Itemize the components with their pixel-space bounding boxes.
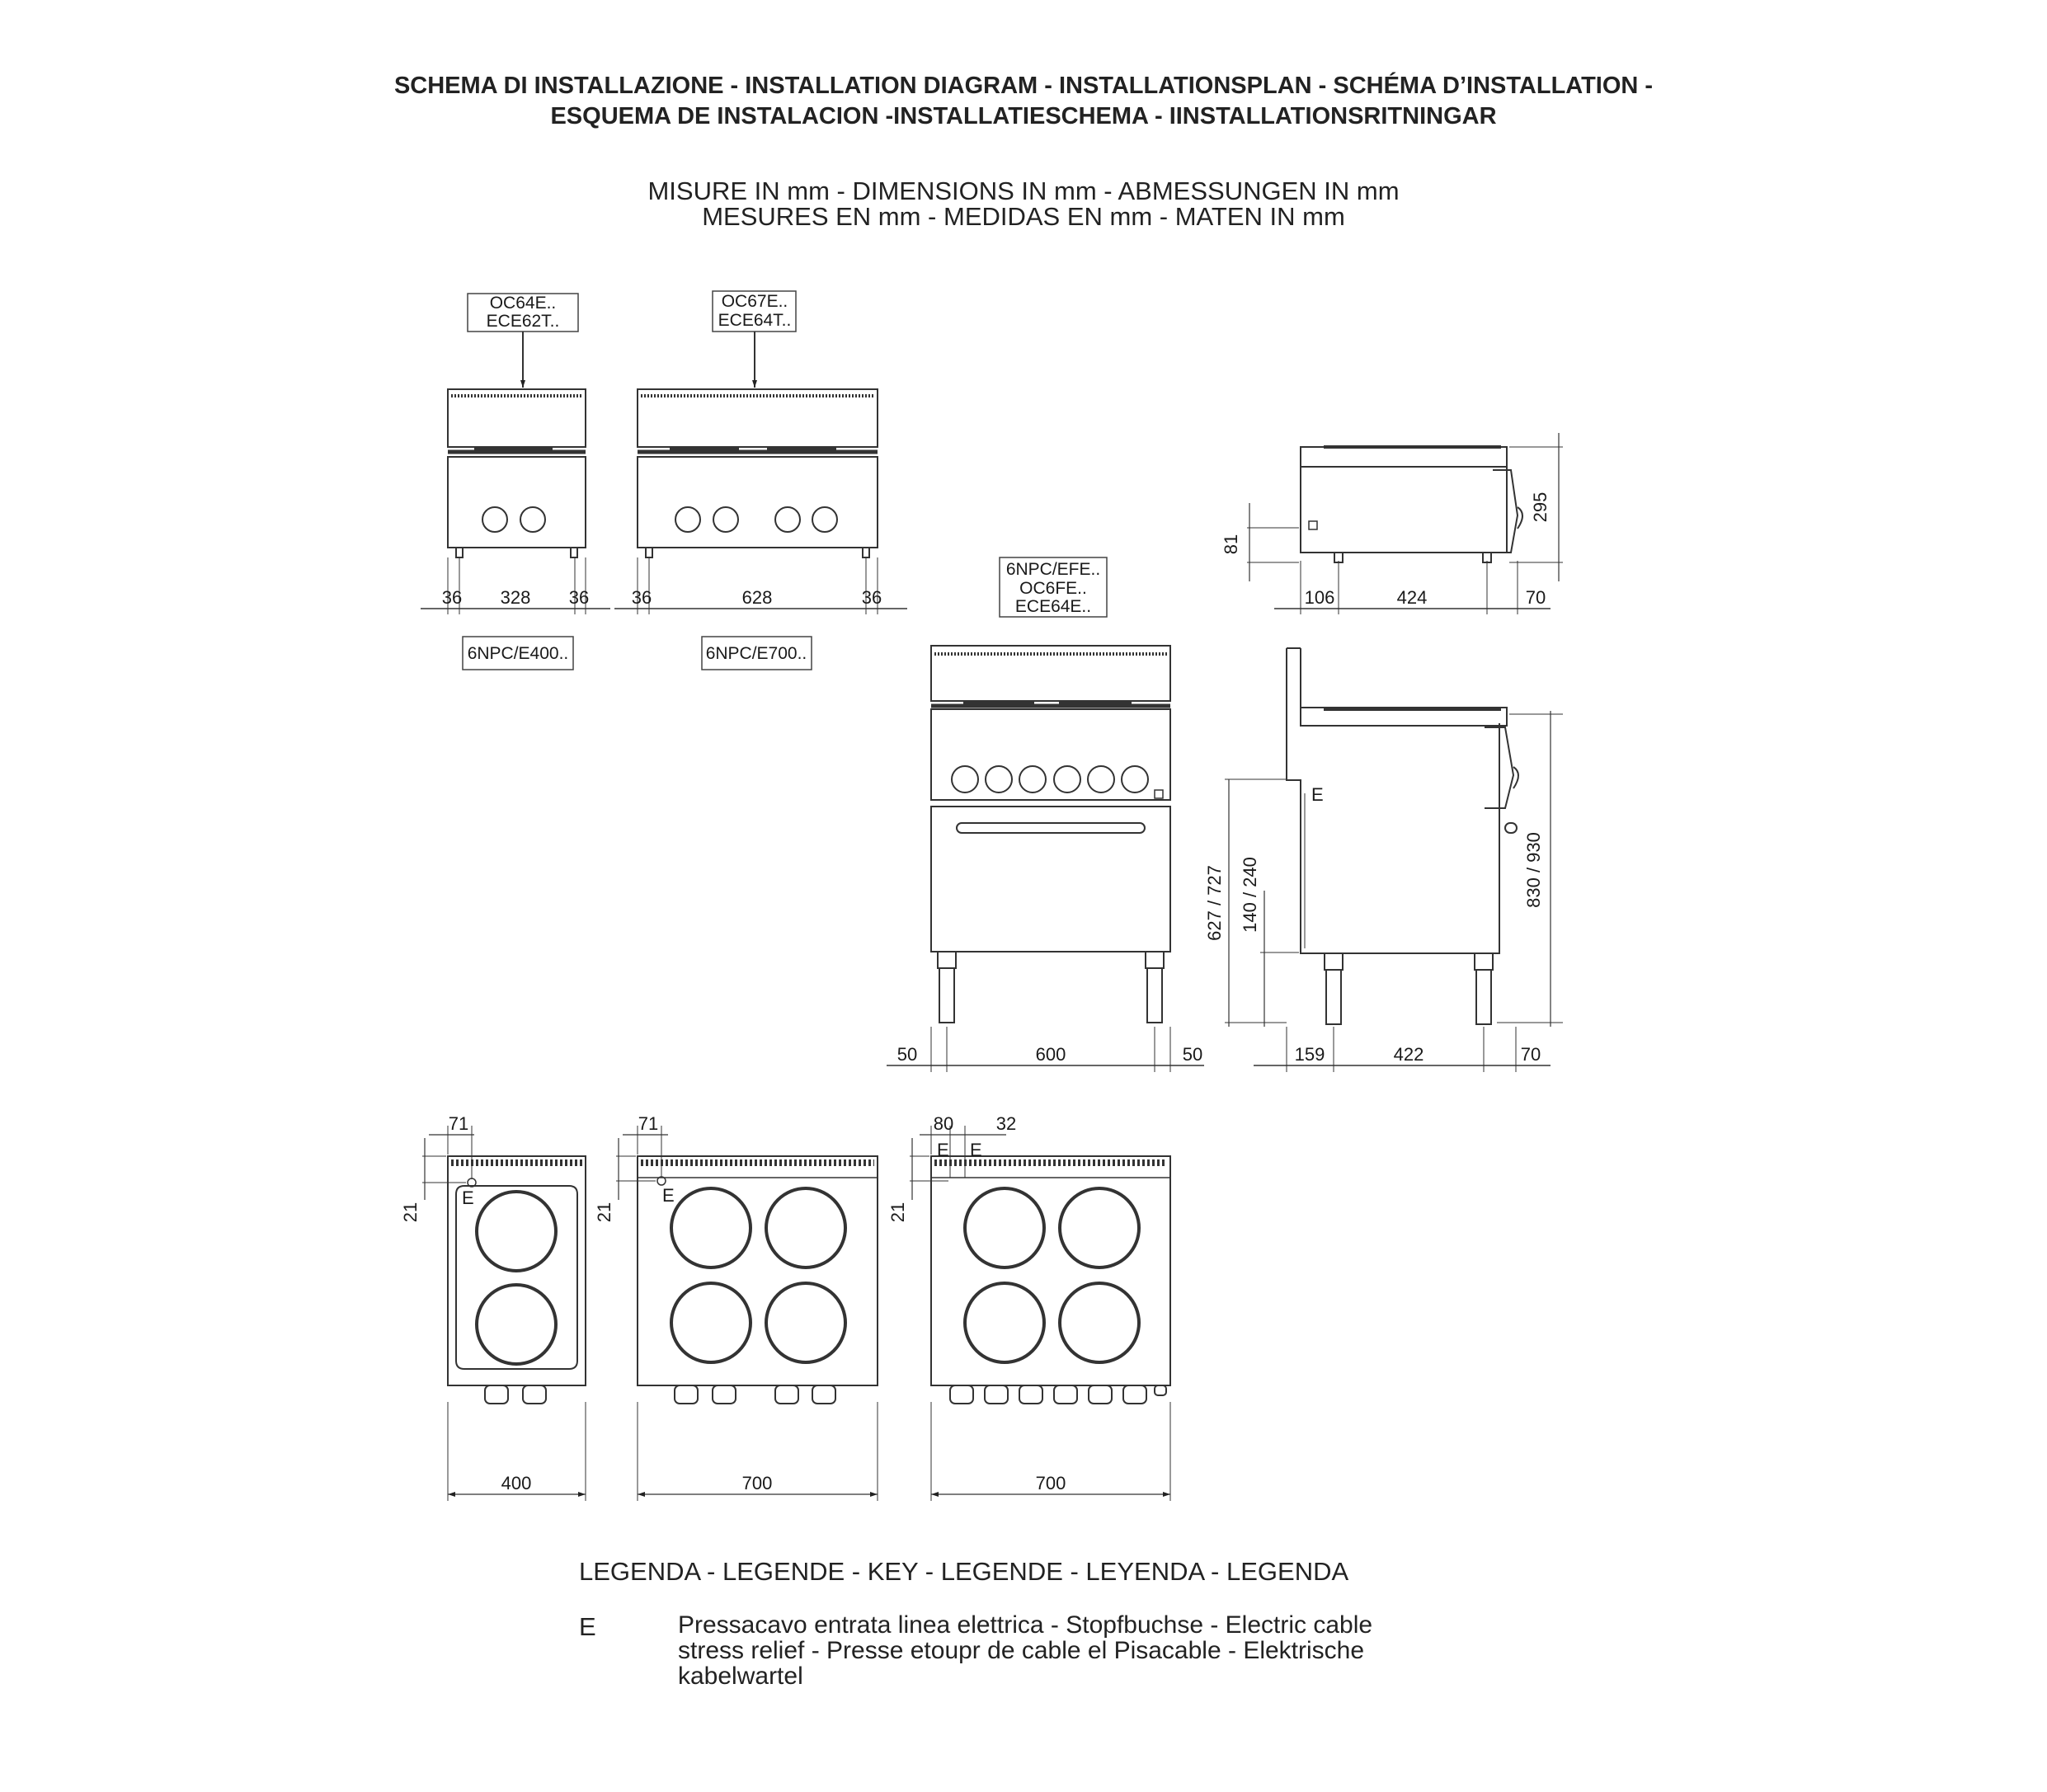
hotplate	[765, 1282, 847, 1364]
model-label-box	[701, 636, 812, 670]
diagram-title: SCHEMA DI INSTALLAZIONE - INSTALLATION D…	[0, 71, 2047, 132]
dimension-label: 21	[887, 1202, 908, 1222]
control-knob	[1053, 765, 1081, 793]
title-line-2: ESQUEMA DE INSTALACION -INSTALLATIESCHEM…	[550, 103, 1497, 129]
control-knob	[675, 506, 701, 533]
hotplate	[670, 1282, 752, 1364]
hotplate	[765, 1187, 847, 1269]
oven-front-view	[887, 557, 1204, 1072]
legend-key: E	[579, 1612, 596, 1641]
title-line-1: SCHEMA DI INSTALLAZIONE - INSTALLATION D…	[393, 73, 1654, 99]
large-top-front-view	[614, 290, 907, 614]
dimension-label: 328	[501, 587, 531, 608]
control-knob	[812, 506, 838, 533]
model-label-box	[999, 557, 1108, 618]
model-label: 6NPC/E700..	[706, 644, 807, 663]
control-knob	[774, 506, 801, 533]
legend-title: LEGENDA - LEGENDE - KEY - LEGENDE - LEYE…	[579, 1557, 1349, 1586]
hotplate	[1058, 1282, 1141, 1364]
dimension-label: 50	[897, 1044, 917, 1065]
cable-entry-mark: E	[662, 1185, 675, 1206]
units-note: MISURE IN mm - DIMENSIONS IN mm - ABMESS…	[0, 178, 2047, 229]
cable-entry-mark: E	[1311, 784, 1324, 805]
dimension-label: 50	[1183, 1044, 1202, 1065]
model-label: OC64E..	[490, 294, 557, 313]
control-knob	[951, 765, 979, 793]
dimension-label: 627 / 727	[1204, 865, 1225, 941]
control-knob	[985, 765, 1013, 793]
dimension-label: 830 / 930	[1523, 832, 1544, 908]
model-label: OC67E..	[722, 292, 788, 311]
hotplate	[670, 1187, 752, 1269]
hotplate	[475, 1283, 558, 1366]
control-knob	[1019, 765, 1047, 793]
dimension-label: 21	[594, 1202, 614, 1222]
control-knob	[713, 506, 739, 533]
cable-entry-mark: E	[970, 1140, 982, 1160]
hotplate	[1058, 1187, 1141, 1269]
dimension-label: 140 / 240	[1240, 857, 1260, 933]
dimension-label: 424	[1397, 587, 1428, 608]
dimension-label: 628	[742, 587, 773, 608]
model-label: 6NPC/EFE..	[1006, 560, 1100, 579]
dimension-label: 295	[1530, 492, 1551, 523]
model-label: ECE64T..	[718, 311, 792, 330]
dimension-label: 71	[638, 1113, 658, 1134]
model-label-box	[712, 290, 797, 332]
control-knob	[1121, 765, 1149, 793]
dimension-label: 600	[1036, 1044, 1066, 1065]
model-label: 6NPC/E400..	[468, 644, 569, 663]
dimension-label: 36	[442, 587, 462, 608]
plan-view-oven-700	[910, 1126, 1171, 1501]
dimension-label: 700	[1036, 1473, 1066, 1493]
oven-handle	[956, 822, 1146, 834]
dimension-label: 36	[632, 587, 652, 608]
dimension-label: 80	[934, 1113, 953, 1134]
dimension-label: 81	[1221, 534, 1241, 554]
dimension-label: 106	[1305, 587, 1335, 608]
model-label: ECE62T..	[487, 312, 560, 331]
small-top-front-view	[421, 293, 610, 614]
cable-entry-mark: E	[462, 1188, 474, 1208]
dimension-label: 71	[449, 1113, 468, 1134]
oven-door	[930, 806, 1171, 952]
dimension-label: 21	[400, 1202, 421, 1222]
model-label-box	[462, 636, 574, 670]
dimension-label: 36	[862, 587, 882, 608]
top-side-view	[1247, 433, 1563, 614]
model-label-box	[467, 293, 579, 332]
dimension-label: 422	[1394, 1044, 1424, 1065]
plan-view-400	[422, 1126, 586, 1501]
control-knob	[1087, 765, 1115, 793]
oven-side-view	[1225, 647, 1563, 1072]
model-label: ECE64E..	[1015, 597, 1091, 616]
control-knob	[482, 506, 508, 533]
dimension-label: 400	[501, 1473, 532, 1493]
dimension-label: 159	[1295, 1044, 1325, 1065]
hotplate	[963, 1187, 1046, 1269]
hotplate	[475, 1190, 558, 1272]
dimension-label: 36	[569, 587, 589, 608]
dimension-label: 32	[996, 1113, 1016, 1134]
plan-view-700	[616, 1126, 878, 1501]
hotplate	[963, 1282, 1046, 1364]
dimension-label: 700	[742, 1473, 773, 1493]
dimension-label: 70	[1521, 1044, 1541, 1065]
units-line-1: MISURE IN mm - DIMENSIONS IN mm - ABMESS…	[647, 176, 1400, 205]
dimension-label: 70	[1526, 587, 1546, 608]
control-knob	[520, 506, 546, 533]
model-label: OC6FE..	[1019, 579, 1087, 598]
cable-entry-mark: E	[937, 1140, 949, 1160]
units-line-2: MESURES EN mm - MEDIDAS EN mm - MATEN IN…	[702, 202, 1345, 231]
legend-description: Pressacavo entrata linea elettrica - Sto…	[678, 1611, 1373, 1690]
